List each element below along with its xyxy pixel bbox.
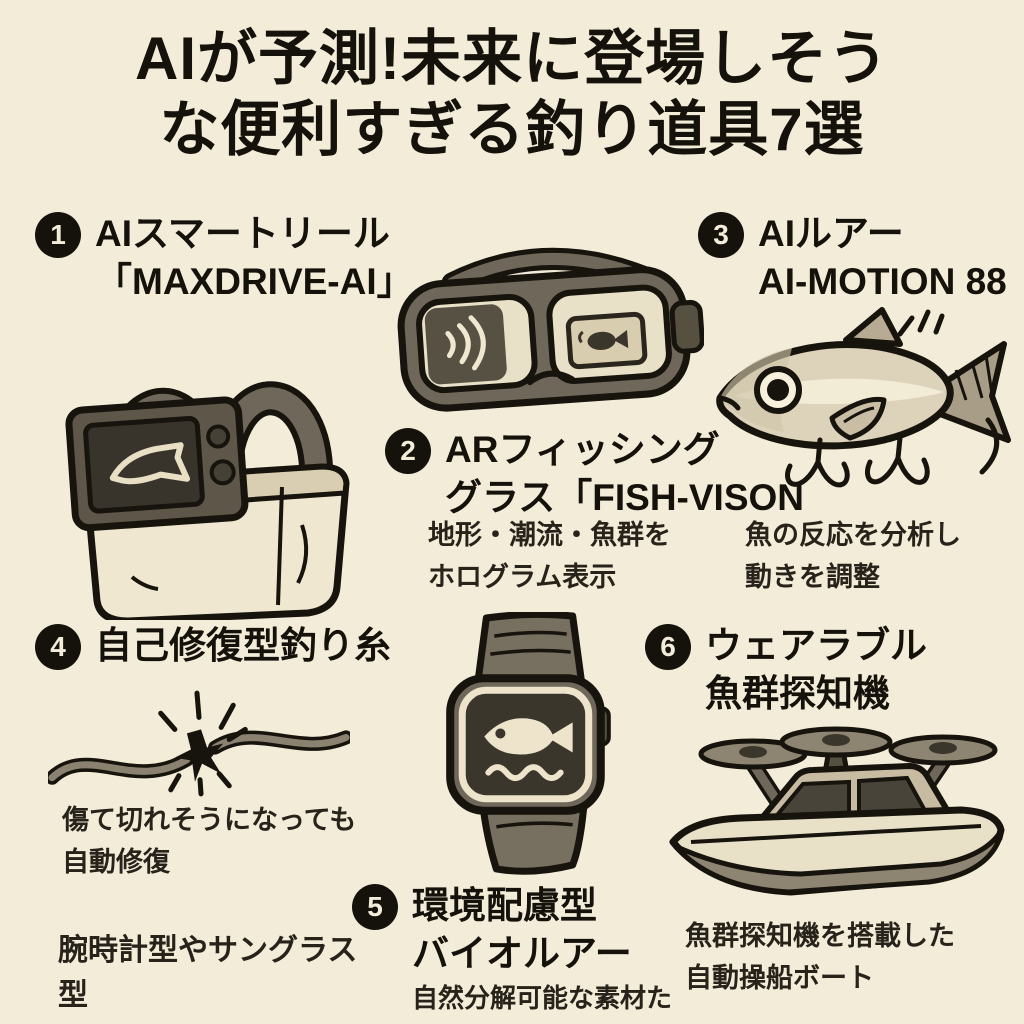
item-3-number-badge: 3 <box>698 212 744 258</box>
ar-goggles-illustration <box>392 228 704 424</box>
item-4-description: 傷て切れそうになっても 自動修復 <box>62 800 356 884</box>
item-6-title-line-1: ウェアラブル <box>705 625 927 666</box>
item-1-label: 1 AIスマートリール 「MAXDRIVE-AI」 <box>35 210 414 306</box>
item-4-desc-line-1: 傷て切れそうになっても <box>62 805 357 835</box>
item-2-title-line-2: グラス「FISH-VISON <box>445 477 804 519</box>
item-5-label: 5 環境配慮型 バイオルアー <box>352 882 632 978</box>
item-1-title-line-2: 「MAXDRIVE-AI」 <box>95 261 414 303</box>
item-3-title-line-2: AI-MOTION 88 <box>758 261 1007 303</box>
item-3-title-line-1: AIルアー <box>758 213 904 254</box>
item-2-desc-line-2: ホログラム表示 <box>428 561 617 592</box>
item-4-label: 4 自己修復型釣り糸 <box>35 622 391 670</box>
self-healing-line-illustration <box>48 685 350 801</box>
item-6-description: 魚群探知機を搭載した 自動操船ボート <box>685 916 955 1000</box>
item-2-number-badge: 2 <box>385 428 431 474</box>
item-5-desc-line-1: 自然分解可能な素材た <box>412 983 673 1013</box>
footnote-line-2: 型 <box>58 979 88 1012</box>
item-3-description: 魚の反応を分析し 動きを調整 <box>745 515 961 599</box>
item-5-description: 自然分解可能な素材た <box>412 978 672 1018</box>
drone-boat-illustration <box>660 722 1012 912</box>
title-line-2: な便利すぎる釣り道具7選 <box>159 95 865 163</box>
item-4-desc-line-2: 自動修復 <box>62 846 170 877</box>
item-1-number-badge: 1 <box>35 212 81 258</box>
item-4-number-badge: 4 <box>35 624 81 670</box>
item-6-label: 6 ウェアラブル 魚群探知機 <box>645 622 927 718</box>
item-1-title-line-1: AIスマートリール <box>95 213 390 254</box>
item-6-desc-line-1: 魚群探知機を搭載した <box>685 921 955 951</box>
item-3-label: 3 AIルアー AI-MOTION 88 <box>698 210 1007 306</box>
smart-reel-tote-bag-illustration <box>40 325 355 620</box>
item-5-title-line-2: バイオルアー <box>412 933 632 975</box>
item-4-title-line-1: 自己修復型釣り糸 <box>95 625 391 666</box>
item-2-desc-line-1: 地形・潮流・魚群を <box>428 520 671 550</box>
item-6-number-badge: 6 <box>645 624 691 670</box>
item-2-label: 2 ARフィッシング グラス「FISH-VISON <box>385 426 804 522</box>
title-line-1: AIが予測!未来に登場しそう <box>135 25 889 92</box>
item-5-number-badge: 5 <box>352 884 398 930</box>
item-2-title-line-1: ARフィッシング <box>445 429 720 470</box>
item-3-desc-line-1: 魚の反応を分析し <box>745 520 961 550</box>
item-3-desc-line-2: 動きを調整 <box>745 561 880 592</box>
item-5-title-line-1: 環境配慮型 <box>412 885 597 926</box>
item-6-title-line-2: 魚群探知機 <box>705 673 890 715</box>
item-6-desc-line-2: 自動操船ボート <box>685 962 874 993</box>
ai-lure-fish-illustration <box>703 300 1015 510</box>
item-2-description: 地形・潮流・魚群を ホログラム表示 <box>428 515 671 599</box>
footnote-line-1: 腕時計型やサングラス <box>58 934 358 967</box>
footnote-left: 腕時計型やサングラス 型 <box>58 928 357 1018</box>
fishfinder-smartwatch-illustration <box>424 612 640 878</box>
page-title: AIが予測!未来に登場しそう な便利すぎる釣り道具7選 <box>0 24 1024 166</box>
